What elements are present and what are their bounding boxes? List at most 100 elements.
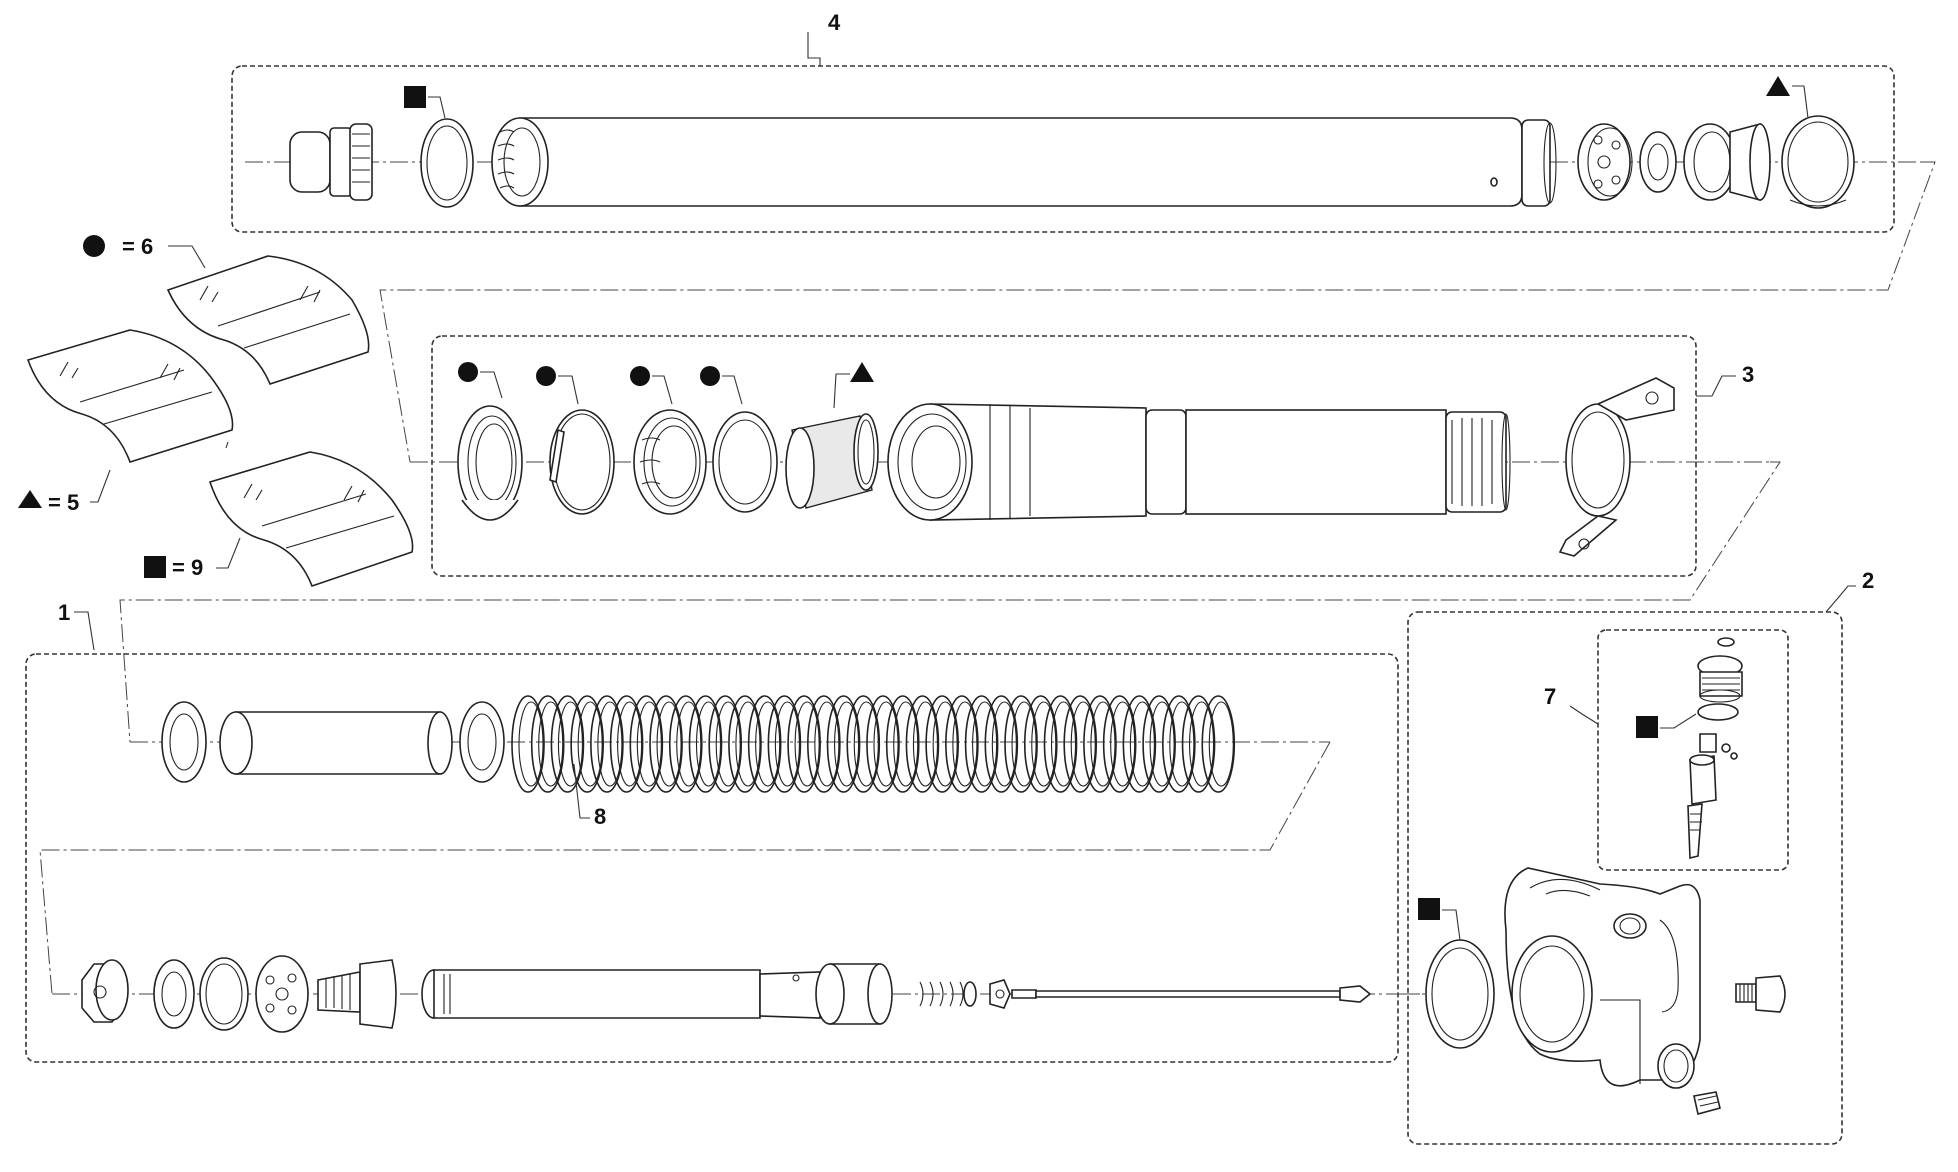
spring-coil: [609, 695, 644, 793]
triangle-marker-icon: [1766, 76, 1790, 96]
spring-coil-inner: [656, 701, 682, 787]
top-cap-nut: [289, 123, 373, 201]
spring-coil: [905, 695, 940, 793]
spring-coil: [1043, 695, 1078, 793]
spring-coil: [570, 695, 604, 793]
group-1-damper: 1 8: [25, 600, 1420, 1063]
needle-holder: [989, 979, 1011, 1009]
spring-coil-inner: [1129, 701, 1155, 787]
spring-coil: [1102, 695, 1137, 793]
circle-marker-icon: [83, 235, 105, 257]
outer-tube: [491, 117, 1557, 207]
valve-washer: [1639, 131, 1677, 193]
spring-coil-inner: [597, 701, 623, 787]
spring-coil-inner: [794, 701, 820, 787]
spring-coil-inner: [1031, 701, 1057, 787]
drain-plug: [1693, 1091, 1721, 1115]
spring-coil-inner: [676, 701, 702, 787]
spring-coil: [1142, 695, 1176, 793]
valve-disc: [255, 955, 309, 1033]
ref-8-leader: [573, 763, 590, 819]
spring-coil-inner: [774, 701, 800, 787]
spring-coil-inner: [873, 701, 899, 787]
ref-1-leader: [74, 611, 95, 651]
spring-coil-inner: [577, 701, 603, 787]
spring-coil-inner: [1169, 701, 1195, 787]
seal-kit-bag-square: [208, 451, 414, 588]
fork-spring: [511, 695, 1236, 793]
oil-seal: [633, 409, 707, 515]
spring-coil-inner: [1011, 701, 1037, 787]
circle-marker-icon: [700, 366, 720, 386]
spring-coil-inner: [617, 701, 643, 787]
ref-4-leader: [807, 32, 821, 66]
group-4-outer-tube: 4: [231, 10, 1920, 233]
spring-coil-inner: [1070, 701, 1096, 787]
spring-coil: [1063, 695, 1098, 793]
spring-seat-lower: [459, 701, 505, 783]
seal-ring: [199, 957, 249, 1031]
group-4-frame: [231, 65, 1895, 233]
adjuster-needle: [1011, 985, 1372, 1003]
dust-seal: [457, 405, 523, 521]
retaining-clip: [549, 409, 615, 515]
adjuster-oring: [1697, 703, 1739, 721]
axle-pinch-bolt: [1735, 975, 1786, 1013]
ref-7-leader: [1569, 705, 1599, 725]
ref-2-leader: [1825, 585, 1856, 613]
spring-coil: [728, 695, 762, 793]
compression-piston: [317, 959, 397, 1029]
seal-kit-bag-triangle: [26, 329, 234, 463]
piston-disc: [1577, 123, 1633, 201]
inner-tube: [887, 403, 1511, 521]
ref-1-label: 1: [58, 600, 70, 625]
cartridge-nut: [81, 959, 129, 1023]
spring-coil: [945, 695, 979, 793]
small-spring: [919, 981, 977, 1007]
seal-washer: [712, 411, 778, 513]
spring-coil: [550, 695, 585, 793]
spring-coil-inner: [952, 701, 978, 787]
spring-coil-inner: [557, 701, 583, 787]
ref-7-label: 7: [1544, 684, 1556, 709]
spring-coil-inner: [735, 701, 761, 787]
spring-coil-inner: [932, 701, 958, 787]
spring-coil-inner: [636, 701, 662, 787]
triangle-marker-icon: [850, 362, 874, 382]
nut-washer: [153, 959, 195, 1029]
spring-coil-inner: [1208, 701, 1234, 787]
spring-coil: [708, 695, 743, 793]
group-2-fork-foot: 2 7: [1400, 568, 1874, 1145]
square-marker-icon: [1418, 898, 1440, 920]
fork-foot-body: [1504, 867, 1701, 1089]
group-7-adjuster: 7: [1544, 629, 1789, 871]
triangle-kit-label: = 5: [48, 490, 79, 515]
spring-coil: [1181, 695, 1216, 793]
spring-coil: [1162, 695, 1196, 793]
spring-coil: [747, 695, 782, 793]
spring-coil: [1004, 695, 1038, 793]
ref-8-label: 8: [594, 804, 606, 829]
spring-coil-inner: [538, 701, 564, 787]
slider-bushing: [785, 413, 879, 509]
spring-coil-inner: [755, 701, 781, 787]
spring-coil: [649, 695, 683, 793]
spring-coil-inner: [1090, 701, 1116, 787]
square-marker-icon: [144, 556, 166, 578]
spring-coil: [925, 695, 959, 793]
foot-oring: [1425, 939, 1495, 1049]
spring-coil: [964, 695, 999, 793]
ref-3-label: 3: [1742, 362, 1754, 387]
square-marker-icon: [1636, 716, 1658, 738]
group-3-frame: [431, 335, 1697, 577]
spacer-tube: [219, 711, 453, 775]
spring-coil: [846, 695, 881, 793]
group-2-frame: [1407, 611, 1843, 1145]
link-4-3: [379, 161, 1936, 463]
circle-marker-icon: [630, 366, 650, 386]
spring-seat-upper: [161, 701, 207, 783]
group-3-inner-tube: 3: [410, 335, 1770, 577]
spring-coil-inner: [972, 701, 998, 787]
spring-coil-inner: [834, 701, 860, 787]
